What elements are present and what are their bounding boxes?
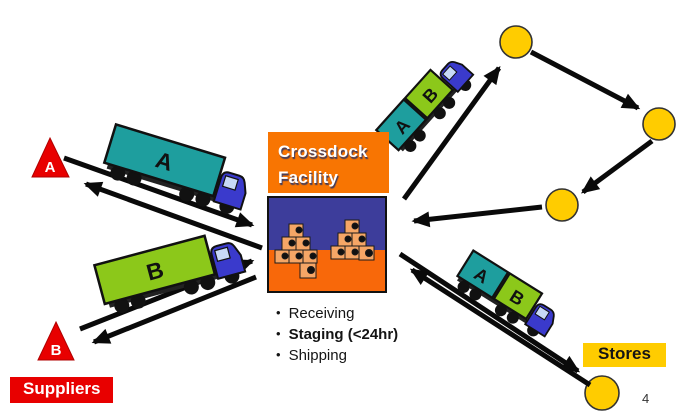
trailer-a-label: A (153, 146, 177, 176)
box-stacks (274, 219, 375, 279)
trailer-b (92, 234, 217, 306)
warehouse-picture-canvas (269, 198, 385, 291)
truck-wheel (413, 129, 426, 142)
cab-window (221, 175, 239, 191)
truck-wheel (130, 293, 146, 309)
truck-wheel (443, 96, 456, 109)
list-item-staging: Staging (<24hr) (276, 324, 399, 345)
crossdock-facility-label: Crossdock Facility (268, 132, 389, 193)
truck-wheel (183, 279, 199, 295)
truck-wheel (126, 170, 142, 186)
cab-window (534, 305, 550, 321)
trailer-a (102, 122, 227, 198)
arrow-supplier-a-outbound (83, 181, 263, 251)
cab-window (214, 246, 231, 263)
flow-arrows (63, 49, 654, 388)
arrow-store-4-to-crossdock (409, 267, 592, 388)
list-item-label: Receiving (288, 305, 355, 322)
warehouse-image (267, 196, 387, 293)
crossdock-title-line1: Crossdock (278, 142, 368, 161)
supplier-b-marker: B (37, 320, 75, 361)
arrow-supplier-b-outbound (91, 274, 257, 345)
store-node-3 (545, 188, 579, 222)
store-nodes (499, 25, 676, 411)
truck-wheel (179, 186, 195, 202)
trailer-b-label: B (144, 256, 167, 285)
arrow-store-3-to-crossdock (411, 204, 543, 228)
box-stack-right (330, 219, 375, 261)
stores-label: Stores (583, 343, 666, 367)
store-node-4 (584, 375, 620, 411)
truck-wheel (404, 139, 417, 152)
store-node-2 (642, 107, 676, 141)
supplier-b-triangle (37, 320, 75, 361)
truck-wheel (506, 311, 519, 324)
arrow-crossdock-to-store-1 (401, 65, 502, 201)
arrow-store-2-to-store-3 (580, 138, 654, 195)
supplier-a-triangle (31, 136, 70, 178)
list-item-shipping: Shipping (276, 345, 398, 366)
truck-supplier-a: A (102, 122, 247, 214)
list-item-label: Staging (<24hr) (288, 326, 399, 343)
supplier-a-letter: A (45, 159, 56, 176)
store-node-1 (499, 25, 533, 59)
supplier-b-letter: B (51, 342, 62, 359)
arrow-supplier-a-inbound (63, 155, 255, 228)
supplier-a-marker: A (31, 136, 70, 178)
truck-to-stores-south: A B (455, 249, 555, 338)
truck-wheel (110, 165, 126, 181)
truck-wheel (469, 288, 482, 301)
trailer-section-b (492, 271, 544, 321)
arrow-store-1-to-store-2 (529, 49, 641, 111)
arrow-crossdock-to-store-4 (398, 251, 581, 374)
page-number: 4 (642, 391, 650, 406)
truck-wheel (195, 191, 211, 207)
truck-wheel (200, 275, 216, 291)
trailer-section-b (403, 68, 455, 120)
truck-wheel (114, 298, 130, 314)
truck-supplier-b: B (92, 234, 247, 314)
suppliers-label: Suppliers (10, 377, 114, 403)
crossdock-title-line2: Facility (278, 168, 339, 187)
list-item-label: Shipping (288, 347, 347, 364)
crossdock-operations-list: Receiving Staging (<24hr) Shipping (276, 303, 399, 366)
cab-window (442, 65, 458, 81)
truck-wheel (433, 107, 446, 120)
truck-to-stores-north: A B (374, 60, 475, 152)
trailer-section-a (455, 249, 510, 300)
box-stack-left (274, 223, 318, 279)
list-item-receiving: Receiving (276, 303, 398, 324)
truck-wheel (494, 304, 507, 317)
truck-wheel (457, 280, 470, 293)
